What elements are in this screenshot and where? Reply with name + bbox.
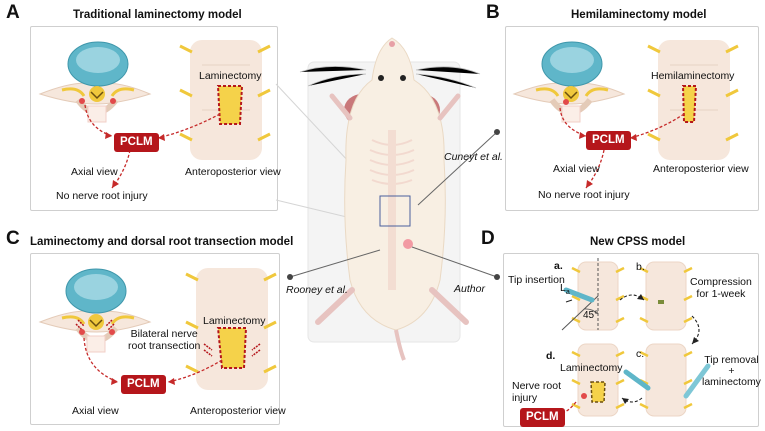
la-label: La <box>560 282 570 297</box>
nerve-root-injury-label: Nerve root injury <box>512 380 562 404</box>
panel-letter-d: D <box>481 228 495 249</box>
ap-view-label-c: Anteroposterior view <box>190 405 286 417</box>
axial-vertebra-b <box>512 41 626 123</box>
panel-c-title: Laminectomy and dorsal root transection … <box>30 236 294 248</box>
ap-spine-a <box>179 40 271 160</box>
panel-b-title: Hemilaminectomy model <box>571 9 707 21</box>
laminectomy-label-d: Laminectomy <box>560 362 623 374</box>
axial-view-label-c: Axial view <box>72 405 119 417</box>
angle-label: 45° <box>583 310 599 321</box>
panel-d-title: New CPSS model <box>590 236 686 248</box>
tip-insertion-label: Tip insertion <box>508 274 565 286</box>
spine-step-d <box>577 343 619 417</box>
outcome-label-b: No nerve root injury <box>538 189 630 201</box>
axial-view-label-b: Axial view <box>553 163 600 175</box>
ap-spine-c <box>185 268 277 390</box>
ap-view-label-a: Anteroposterior view <box>185 166 281 178</box>
outcome-label-a: No nerve root injury <box>56 190 148 202</box>
pclm-badge-a: PCLM <box>114 133 159 152</box>
laminectomy-label-c: Laminectomy <box>203 315 266 327</box>
panel-letter-c: C <box>6 228 20 249</box>
panel-a-title: Traditional laminectomy model <box>73 9 242 21</box>
pclm-badge-c: PCLM <box>121 375 166 394</box>
panel-letter-b: B <box>486 2 500 23</box>
tip-removal-label: Tip removal + laminectomy <box>702 354 761 388</box>
axial-vertebra-a <box>38 41 152 123</box>
step-b-label: b. <box>636 261 645 273</box>
laminectomy-label-a: Laminectomy <box>199 70 262 82</box>
panel-d-frame <box>503 253 759 427</box>
axial-vertebra-c <box>38 268 152 353</box>
spine-step-c <box>645 343 687 417</box>
axial-view-label-a: Axial view <box>71 166 118 178</box>
pclm-badge-b: PCLM <box>586 131 631 150</box>
spine-step-b <box>645 261 687 331</box>
step-a-label: a. <box>554 260 563 272</box>
author-label: Author <box>454 283 485 295</box>
ap-view-label-b: Anteroposterior view <box>653 163 749 175</box>
pclm-badge-d: PCLM <box>520 408 565 427</box>
step-d-label: d. <box>546 350 556 362</box>
cuneyt-label: Cuneyt et al. <box>444 151 503 163</box>
compression-label: Compression for 1-week <box>690 276 752 300</box>
step-c-label: c. <box>636 348 645 360</box>
bilateral-transection-label: Bilateral nerve root transection <box>128 328 201 352</box>
ap-spine-b <box>647 40 739 160</box>
hemilaminectomy-label-b: Hemilaminectomy <box>651 70 735 82</box>
panel-letter-a: A <box>6 2 20 23</box>
rooney-label: Rooney et al. <box>286 284 348 296</box>
